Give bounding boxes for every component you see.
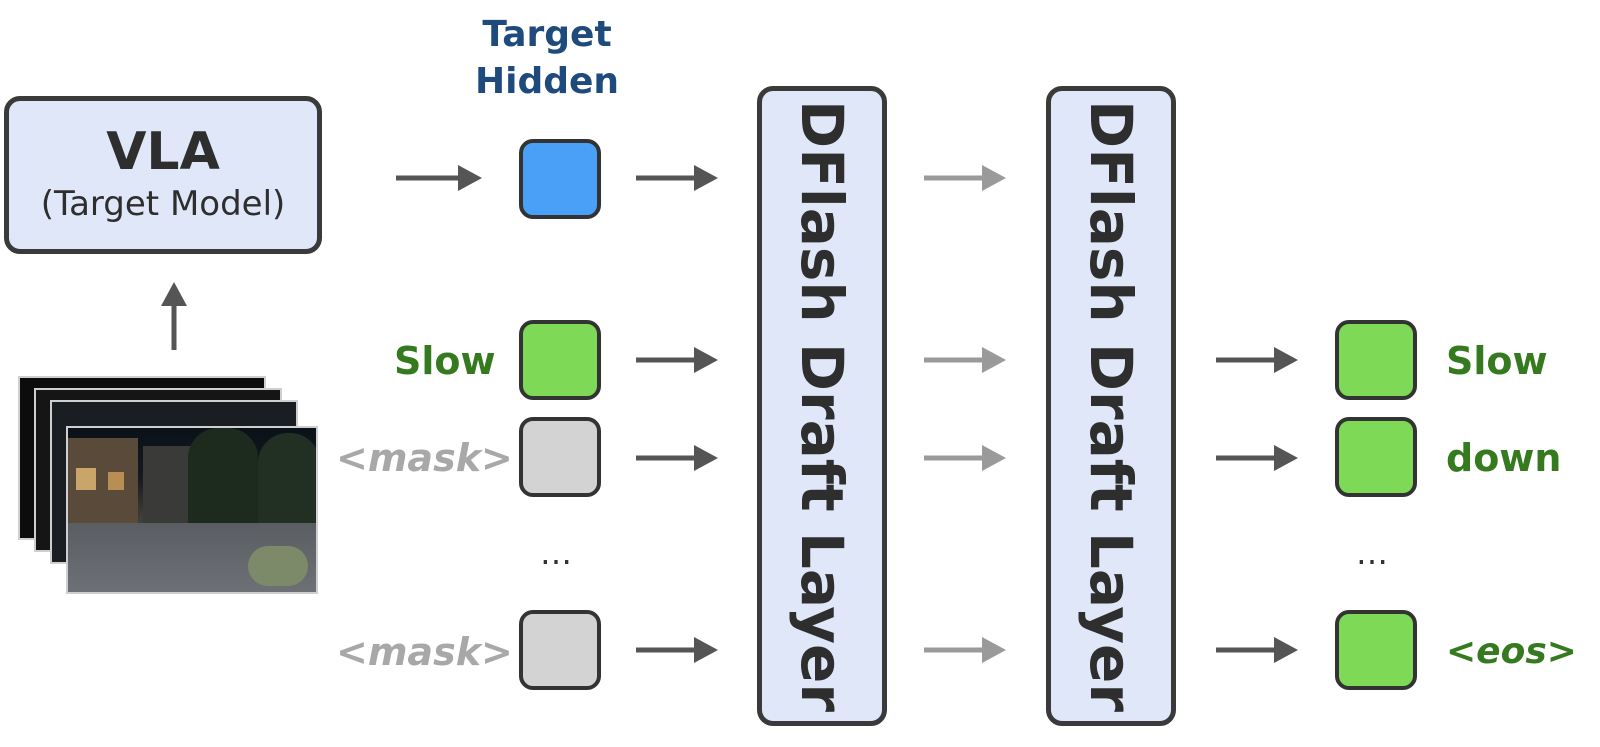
window-light — [108, 472, 124, 490]
vla-title: VLA — [106, 122, 220, 183]
arrow-draft1-to-draft2-row4 — [924, 637, 1006, 663]
input-token-slow — [519, 320, 601, 400]
arrow-hidden-to-draft1 — [636, 165, 718, 191]
arrow-draft1-to-draft2-row3 — [924, 445, 1006, 471]
planter — [248, 546, 308, 586]
input-ellipsis: … — [540, 534, 572, 572]
vla-target-model-box: VLA (Target Model) — [4, 96, 322, 254]
output-token-eos — [1335, 610, 1417, 690]
window-light — [76, 468, 96, 490]
input-label-mask-2: <mask> — [336, 630, 513, 674]
draft-layer-1-label: DFlash Draft Layer — [788, 100, 856, 712]
input-token-mask-1 — [519, 417, 601, 497]
building-mid — [143, 446, 193, 526]
video-frame-stack — [18, 376, 318, 596]
input-label-mask-1: <mask> — [336, 436, 513, 480]
tree — [258, 433, 316, 533]
output-label-slow: Slow — [1446, 339, 1548, 383]
draft-layer-2-label: DFlash Draft Layer — [1077, 100, 1145, 712]
input-token-mask-2 — [519, 610, 601, 690]
target-hidden-label: Target Hidden — [474, 14, 620, 102]
output-token-slow — [1335, 320, 1417, 400]
video-frame-1 — [66, 426, 318, 594]
arrow-up-to-vla — [161, 282, 187, 350]
tree — [188, 428, 258, 523]
arrow-vla-to-hidden — [396, 165, 482, 191]
arrow-mask2-to-draft1 — [636, 637, 718, 663]
output-token-down — [1335, 417, 1417, 497]
output-label-eos: <eos> — [1446, 631, 1577, 672]
arrow-slow-to-draft1 — [636, 347, 718, 373]
arrow-draft1-to-draft2-row2 — [924, 347, 1006, 373]
arrow-draft2-to-out-eos — [1216, 637, 1298, 663]
arrow-mask1-to-draft1 — [636, 445, 718, 471]
draft-layer-2: DFlash Draft Layer — [1046, 86, 1176, 726]
arrow-draft1-to-draft2-row1 — [924, 165, 1006, 191]
target-hidden-token — [519, 139, 601, 219]
arrow-draft2-to-out-down — [1216, 445, 1298, 471]
input-label-slow: Slow — [394, 339, 496, 383]
arrow-draft2-to-out-slow — [1216, 347, 1298, 373]
draft-layer-1: DFlash Draft Layer — [757, 86, 887, 726]
vla-subtitle: (Target Model) — [40, 183, 286, 224]
output-label-down: down — [1446, 436, 1562, 480]
output-ellipsis: … — [1356, 534, 1388, 572]
